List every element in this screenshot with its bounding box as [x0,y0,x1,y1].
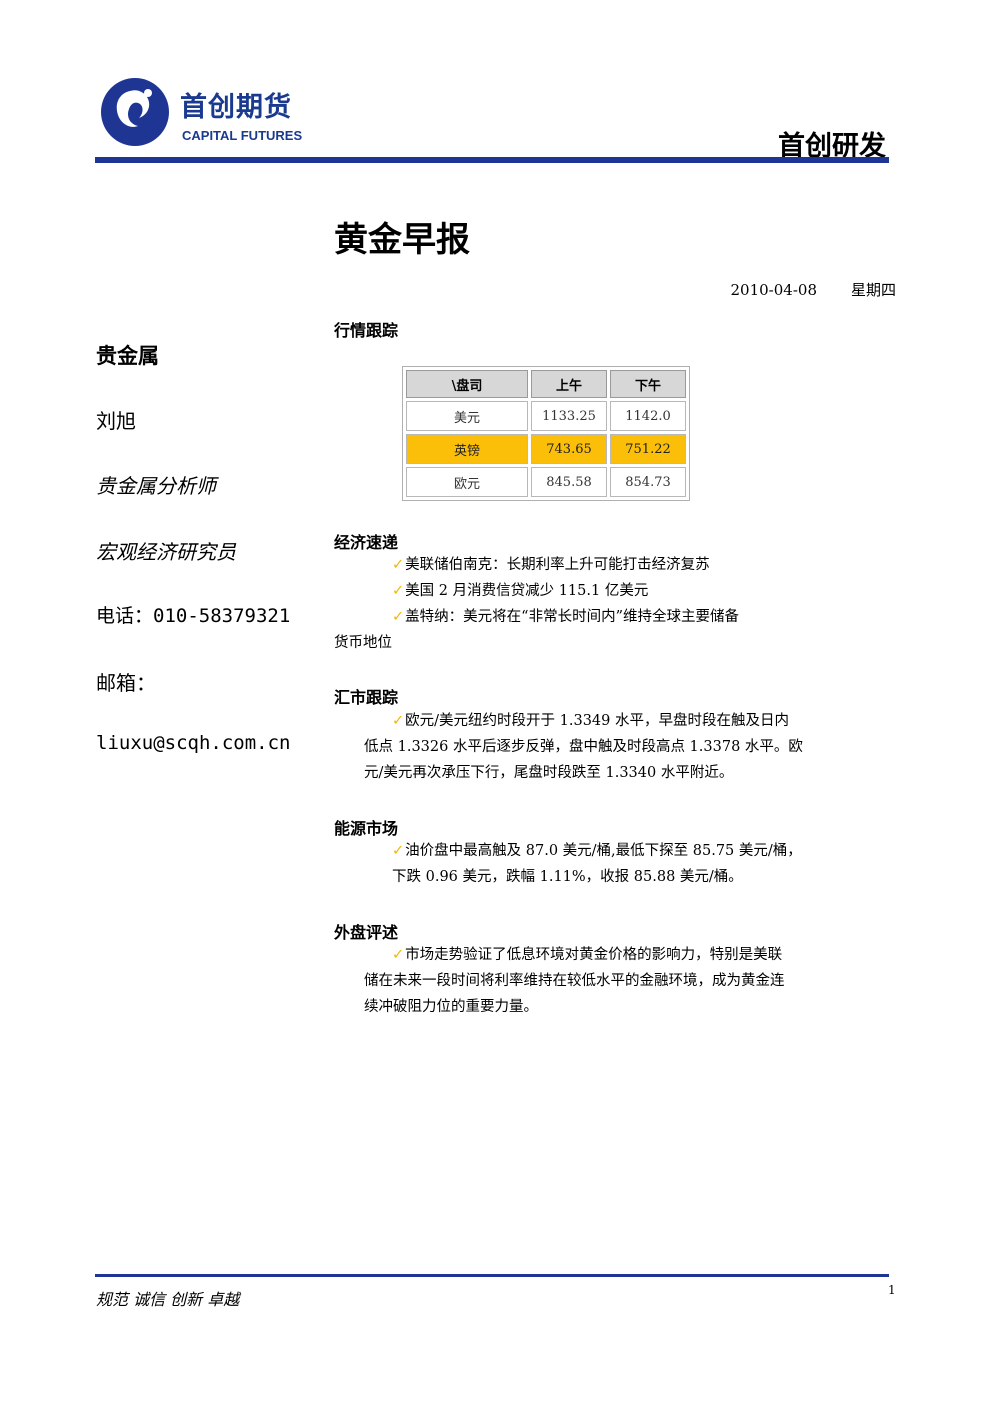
pm-price-cell: 751.22 [610,434,686,464]
author-role-1: 贵金属分析师 [96,474,216,498]
list-item: ✓盖特纳：美元将在“非常长时间内”维持全球主要储备 [392,609,739,625]
currency-cell: 欧元 [406,467,528,497]
weekday: 星期四 [850,281,896,299]
table-row: 欧元 845.58 854.73 [406,467,686,497]
company-logo: 首创期货 CAPITAL FUTURES [96,73,311,157]
author-role-2: 宏观经济研究员 [96,540,236,564]
header-rule [95,157,889,163]
column-header: 上午 [531,370,607,398]
list-item: ✓美联储伯南克：长期利率上升可能打击经济复苏 [392,557,710,573]
column-header: 下午 [610,370,686,398]
logo-text-en: CAPITAL FUTURES [182,128,303,143]
footer-slogan: 规范 诚信 创新 卓越 [96,1290,240,1309]
outlook-heading: 外盘评述 [334,923,399,942]
outlook-line: 续冲破阻力位的重要力量。 [364,999,538,1015]
phone-number: 电话：010-58379321 [96,605,291,627]
logo-text-cn: 首创期货 [180,92,292,123]
am-price-cell: 1133.25 [531,401,607,431]
checkmark-icon: ✓ [392,557,405,573]
table-row: 美元 1133.25 1142.0 [406,401,686,431]
outlook-line: ✓市场走势验证了低息环境对黄金价格的影响力，特别是美联 [392,947,783,963]
currency-cell: 美元 [406,401,528,431]
currency-cell: 英镑 [406,434,528,464]
list-item-continuation: 货币地位 [334,635,392,651]
report-title: 黄金早报 [334,220,470,260]
email-label: 邮箱： [96,671,156,695]
table-row: 英镑 743.65 751.22 [406,434,686,464]
date-value: 2010-04-08 [730,281,817,299]
pm-price-cell: 854.73 [610,467,686,497]
table-header-row: \盘司 上午 下午 [406,370,686,398]
checkmark-icon: ✓ [392,583,405,599]
list-item: ✓美国 2 月消费信贷减少 115.1 亿美元 [392,583,649,599]
am-price-cell: 743.65 [531,434,607,464]
energy-heading: 能源市场 [334,819,399,838]
economy-heading: 经济速递 [334,533,399,552]
page-number: 1 [888,1283,896,1297]
energy-line: ✓油价盘中最高触及 87.0 美元/桶,最低下探至 85.75 美元/桶， [392,843,802,859]
outlook-line: 储在未来一段时间将利率维持在较低水平的金融环境，成为黄金连 [364,973,785,989]
gold-price-table: \盘司 上午 下午 美元 1133.25 1142.0 英镑 743.65 75… [402,366,690,501]
footer-rule [95,1274,889,1277]
category-label: 贵金属 [96,344,159,368]
fx-line: 低点 1.3326 水平后逐步反弹，盘中触及时段高点 1.3378 水平。欧 [364,739,803,755]
author-name: 刘旭 [96,409,136,433]
column-header: \盘司 [406,370,528,398]
checkmark-icon: ✓ [392,947,405,963]
fx-heading: 汇市跟踪 [334,688,399,707]
pm-price-cell: 1142.0 [610,401,686,431]
energy-line: 下跌 0.96 美元，跌幅 1.11%，收报 85.88 美元/桶。 [392,869,743,885]
email-address[interactable]: liuxu@scqh.com.cn [96,732,291,754]
checkmark-icon: ✓ [392,713,405,729]
checkmark-icon: ✓ [392,843,405,859]
logo-mark-icon [101,78,169,146]
department-label: 首创研发 [778,131,886,162]
checkmark-icon: ✓ [392,609,405,625]
market-heading: 行情跟踪 [334,321,399,340]
fx-line: ✓欧元/美元纽约时段开于 1.3349 水平，早盘时段在触及日内 [392,713,789,729]
report-date: 2010-04-08 星期四 [731,279,897,300]
fx-line: 元/美元再次承压下行，尾盘时段跌至 1.3340 水平附近。 [364,765,734,781]
am-price-cell: 845.58 [531,467,607,497]
